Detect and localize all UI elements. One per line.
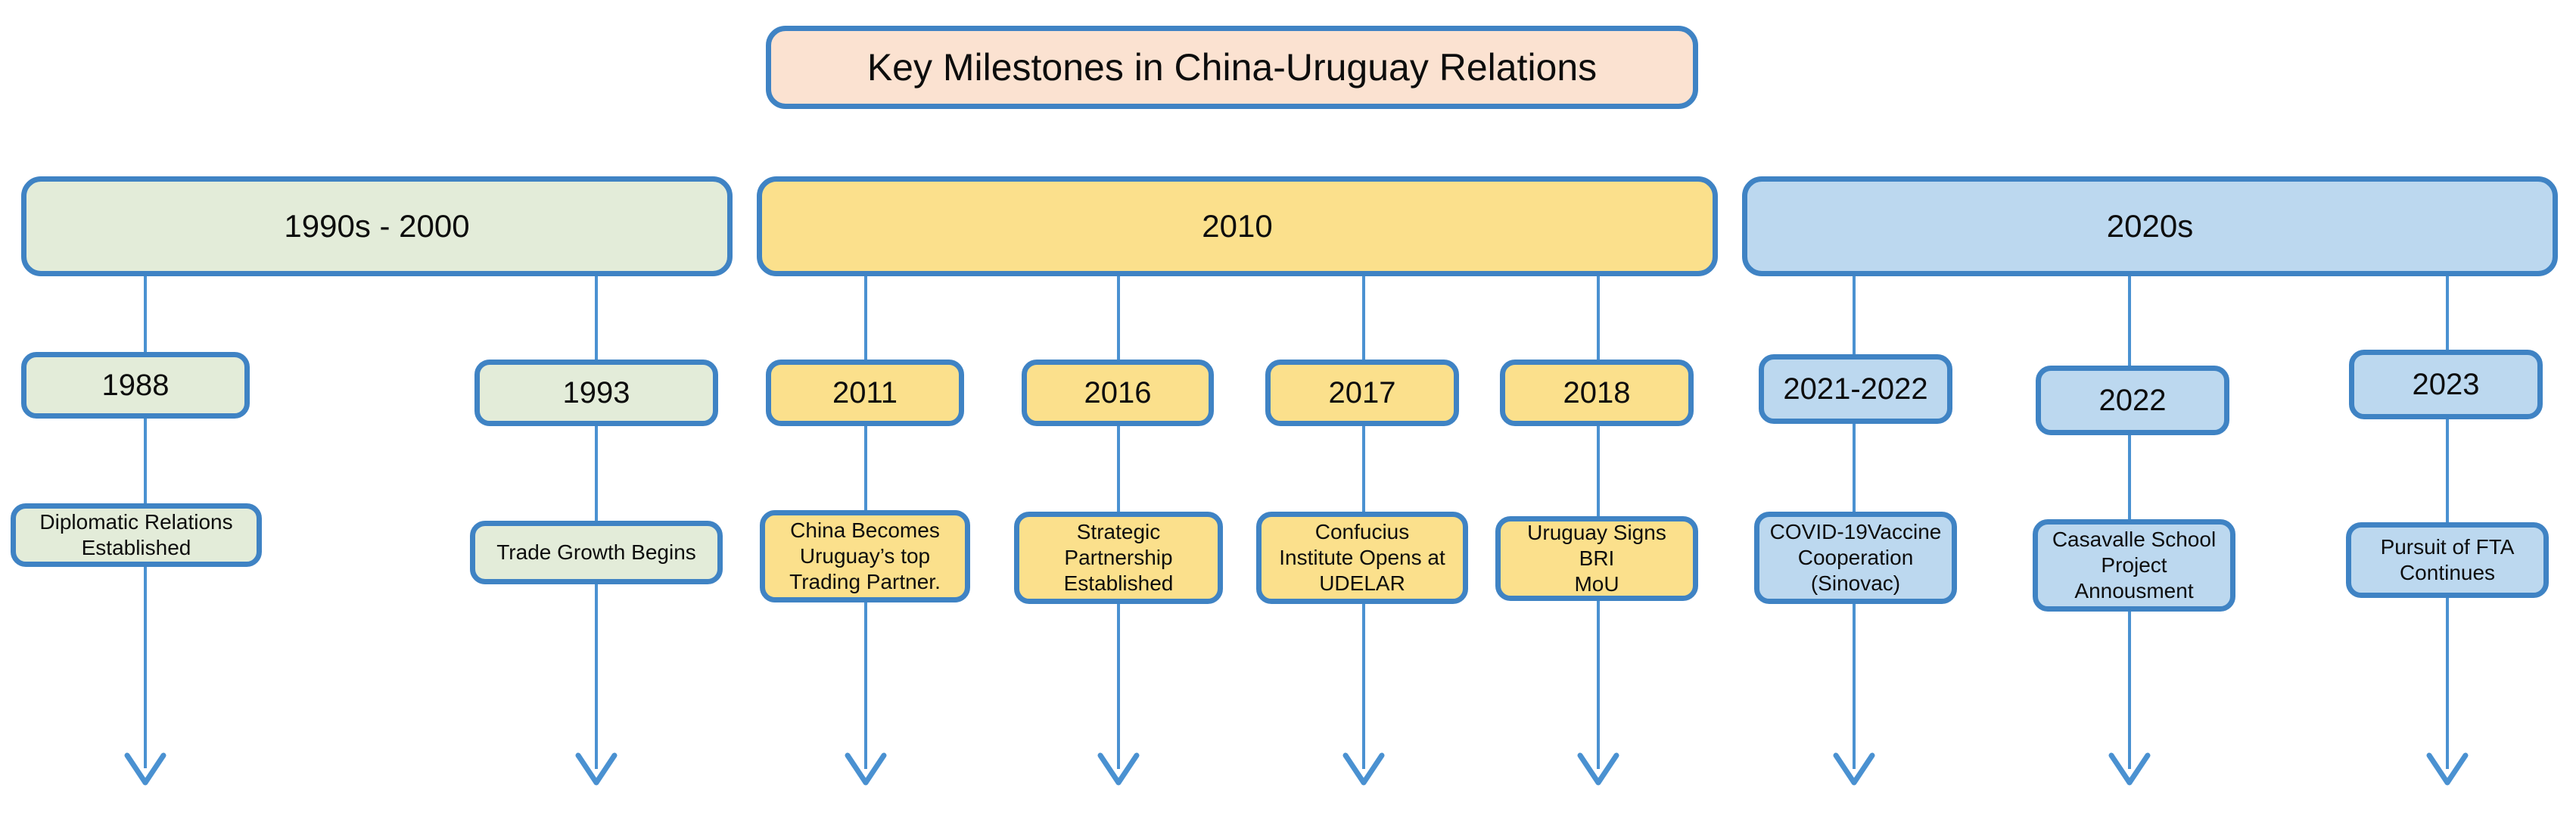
year-box-2011[interactable]: 2011 — [766, 360, 964, 426]
connector-year-to-detail — [1362, 425, 1365, 517]
detail-box-2011[interactable]: China Becomes Uruguay’s top Trading Part… — [760, 510, 970, 602]
connector-tail — [1853, 601, 1856, 769]
connector-year-to-detail — [864, 425, 867, 515]
era-band-label: 2010 — [1202, 208, 1273, 244]
year-box-2018[interactable]: 2018 — [1500, 360, 1694, 426]
diagram-title: Key Milestones in China-Uruguay Relation… — [766, 26, 1698, 109]
year-box-2021-2022[interactable]: 2021-2022 — [1759, 354, 1952, 424]
connector-band-to-year — [2446, 275, 2449, 358]
detail-box-1993[interactable]: Trade Growth Begins — [470, 521, 723, 584]
arrow-down-icon — [1576, 749, 1621, 792]
connector-band-to-year — [864, 275, 867, 363]
detail-text: Diplomatic Relations Established — [39, 509, 233, 559]
detail-text: Uruguay Signs BRI MoU — [1527, 520, 1666, 596]
year-label: 2017 — [1328, 375, 1396, 409]
year-box-1988[interactable]: 1988 — [21, 352, 250, 419]
era-band-1990s-2000[interactable]: 1990s - 2000 — [21, 176, 733, 276]
detail-text: Confucius Institute Opens at UDELAR — [1279, 519, 1445, 596]
detail-text: Pursuit of FTA Continues — [2380, 534, 2515, 584]
arrow-down-icon — [1096, 749, 1141, 792]
connector-year-to-detail — [2446, 418, 2449, 525]
arrow-down-icon — [1831, 749, 1877, 792]
year-label: 2021-2022 — [1783, 372, 1928, 406]
connector-band-to-year — [1117, 275, 1120, 363]
connector-band-to-year — [1853, 275, 1856, 358]
connector-tail — [2128, 609, 2131, 769]
year-label: 2011 — [832, 375, 898, 409]
arrow-down-icon — [574, 749, 619, 792]
arrow-down-icon — [123, 749, 168, 792]
arrow-down-icon — [2425, 749, 2470, 792]
year-box-1993[interactable]: 1993 — [474, 360, 718, 426]
connector-year-to-detail — [144, 417, 147, 508]
arrow-down-icon — [2107, 749, 2152, 792]
year-label: 1988 — [101, 368, 170, 402]
detail-text: COVID-19Vaccine Cooperation (Sinovac) — [1769, 519, 1942, 596]
connector-year-to-detail — [1853, 422, 1856, 515]
arrow-down-icon — [1341, 749, 1386, 792]
year-label: 1993 — [562, 375, 630, 409]
year-box-2023[interactable]: 2023 — [2349, 350, 2543, 419]
connector-tail — [144, 564, 147, 768]
connector-band-to-year — [595, 275, 598, 363]
diagram-title-label: Key Milestones in China-Uruguay Relation… — [866, 45, 1598, 89]
detail-text: Casavalle School Project Annousment — [2052, 527, 2217, 603]
detail-box-2021-2022[interactable]: COVID-19Vaccine Cooperation (Sinovac) — [1754, 512, 1957, 604]
connector-year-to-detail — [1597, 425, 1600, 520]
connector-year-to-detail — [2128, 434, 2131, 523]
detail-box-2017[interactable]: Confucius Institute Opens at UDELAR — [1256, 512, 1468, 604]
detail-box-2018[interactable]: Uruguay Signs BRI MoU — [1495, 516, 1698, 601]
era-band-2010[interactable]: 2010 — [757, 176, 1718, 276]
connector-tail — [864, 599, 867, 769]
connector-tail — [1117, 601, 1120, 769]
detail-box-2022[interactable]: Casavalle School Project Annousment — [2033, 519, 2235, 612]
connector-band-to-year — [144, 275, 147, 358]
year-label: 2023 — [2412, 367, 2480, 401]
connector-year-to-detail — [595, 425, 598, 526]
detail-text: Strategic Partnership Established — [1063, 519, 1174, 596]
detail-text: Trade Growth Begins — [496, 540, 696, 564]
arrow-down-icon — [843, 749, 888, 792]
year-box-2016[interactable]: 2016 — [1022, 360, 1214, 426]
detail-box-1988[interactable]: Diplomatic Relations Established — [11, 503, 262, 567]
year-label: 2016 — [1084, 375, 1152, 409]
era-band-2020s[interactable]: 2020s — [1742, 176, 2558, 276]
era-band-label: 1990s - 2000 — [284, 208, 470, 244]
year-box-2022[interactable]: 2022 — [2036, 366, 2229, 435]
detail-box-2023[interactable]: Pursuit of FTA Continues — [2346, 522, 2549, 598]
connector-tail — [2446, 595, 2449, 769]
connector-band-to-year — [2128, 275, 2131, 370]
detail-box-2016[interactable]: Strategic Partnership Established — [1014, 512, 1223, 604]
connector-tail — [1597, 598, 1600, 769]
connector-year-to-detail — [1117, 425, 1120, 517]
detail-text: China Becomes Uruguay’s top Trading Part… — [789, 518, 941, 594]
connector-tail — [595, 581, 598, 769]
year-label: 2018 — [1563, 375, 1631, 409]
year-box-2017[interactable]: 2017 — [1265, 360, 1459, 426]
era-band-label: 2020s — [2106, 208, 2194, 244]
connector-tail — [1362, 601, 1365, 769]
connector-band-to-year — [1597, 275, 1600, 363]
connector-band-to-year — [1362, 275, 1365, 363]
year-label: 2022 — [2098, 383, 2167, 417]
